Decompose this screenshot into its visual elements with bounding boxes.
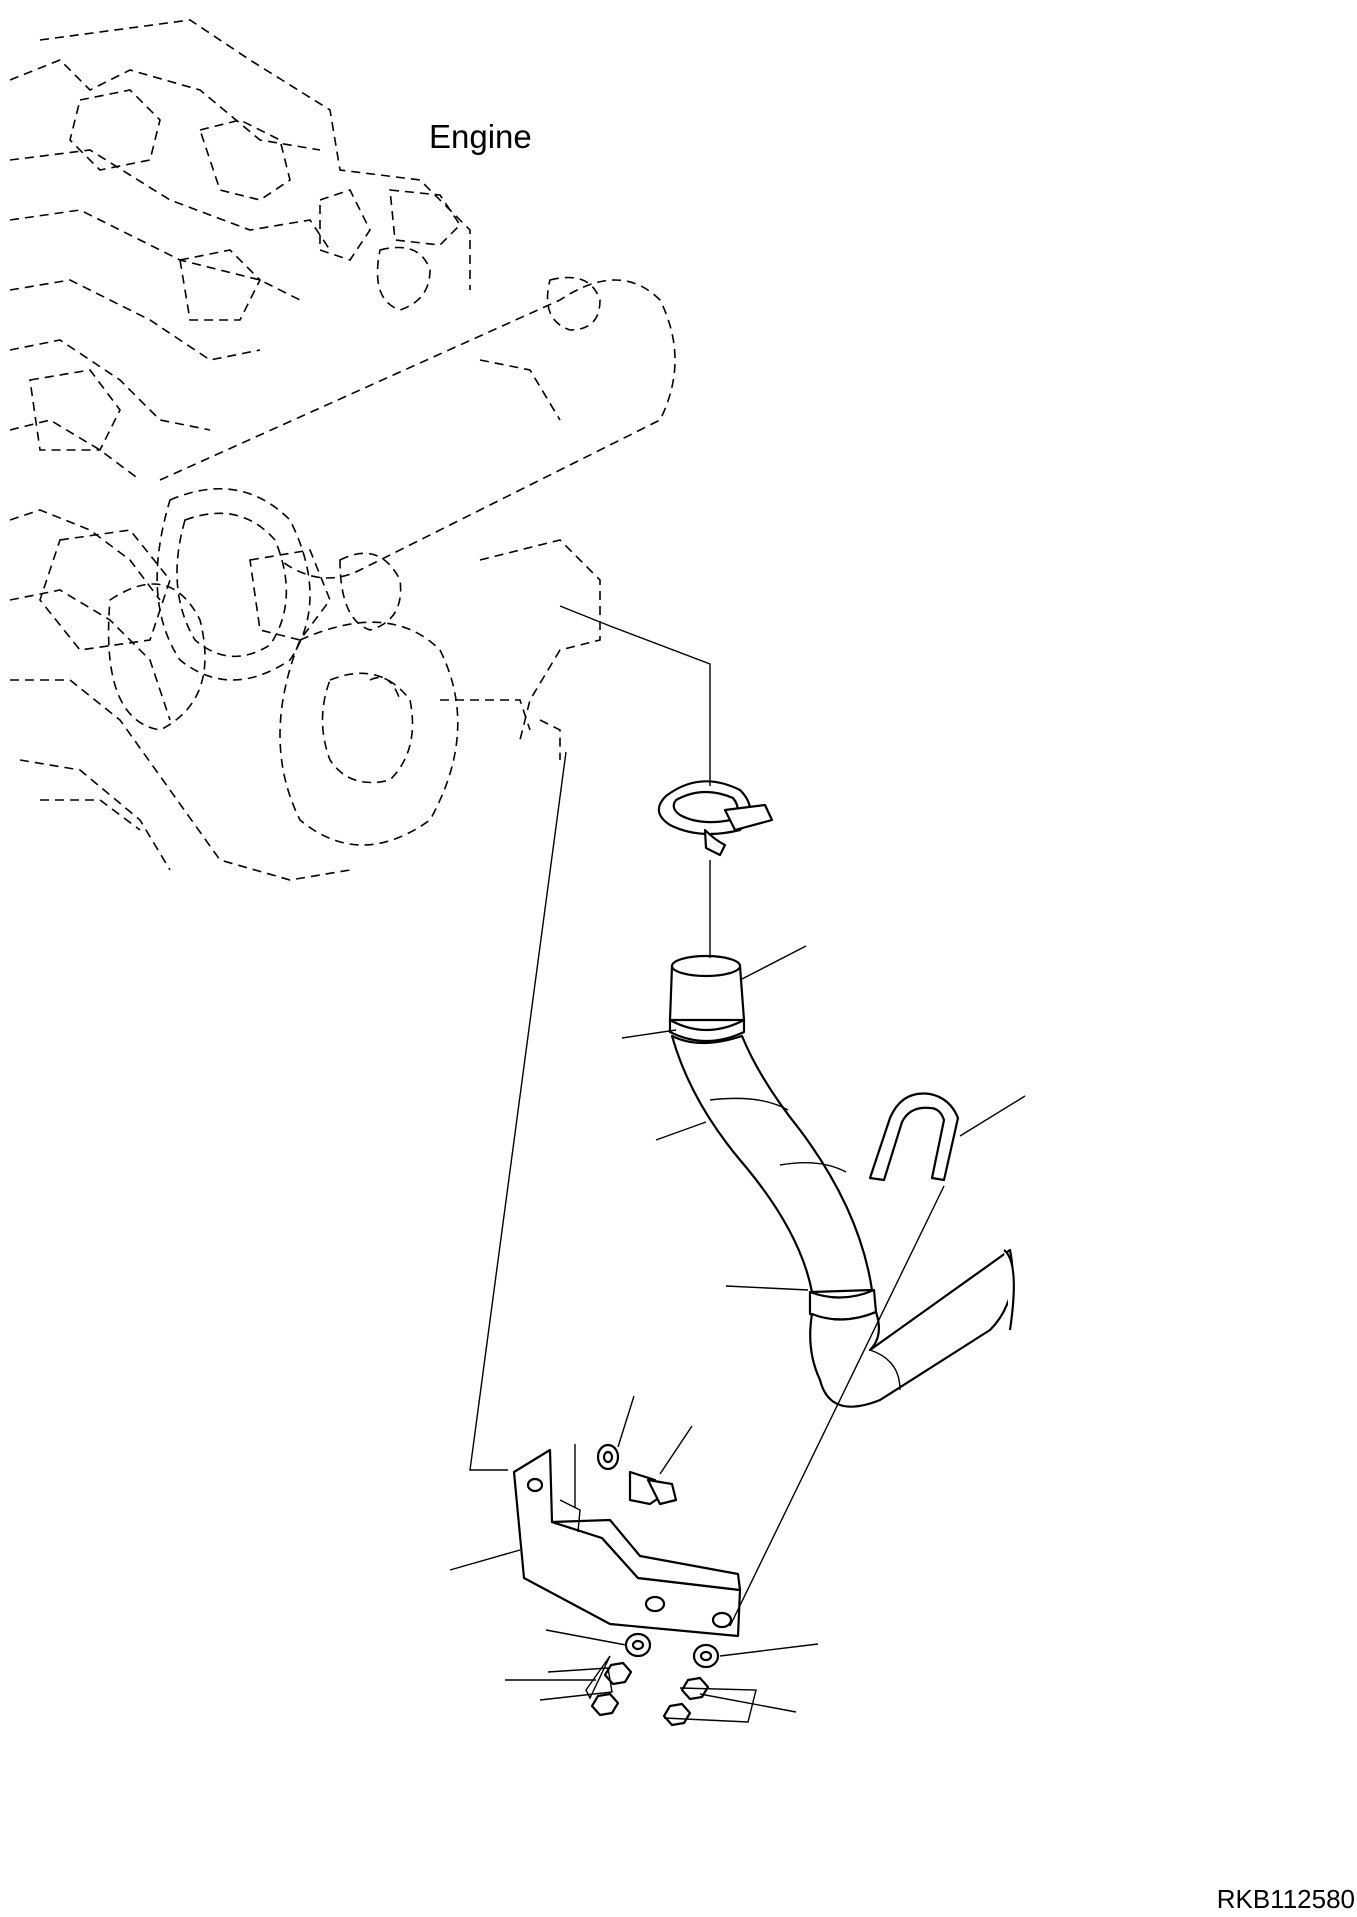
exhaust-pipe — [668, 954, 1015, 1408]
washer-and-bolt — [596, 1443, 678, 1506]
figure-id: RKB112580 — [1216, 1884, 1355, 1914]
leader-lines — [449, 605, 1026, 1723]
exhaust-clamp — [657, 780, 774, 857]
u-bolt — [868, 1092, 960, 1182]
engine-block — [9, 19, 676, 881]
nuts-and-washers — [590, 1632, 720, 1727]
support-bracket — [512, 1448, 742, 1638]
engine-label: Engine — [429, 118, 532, 155]
